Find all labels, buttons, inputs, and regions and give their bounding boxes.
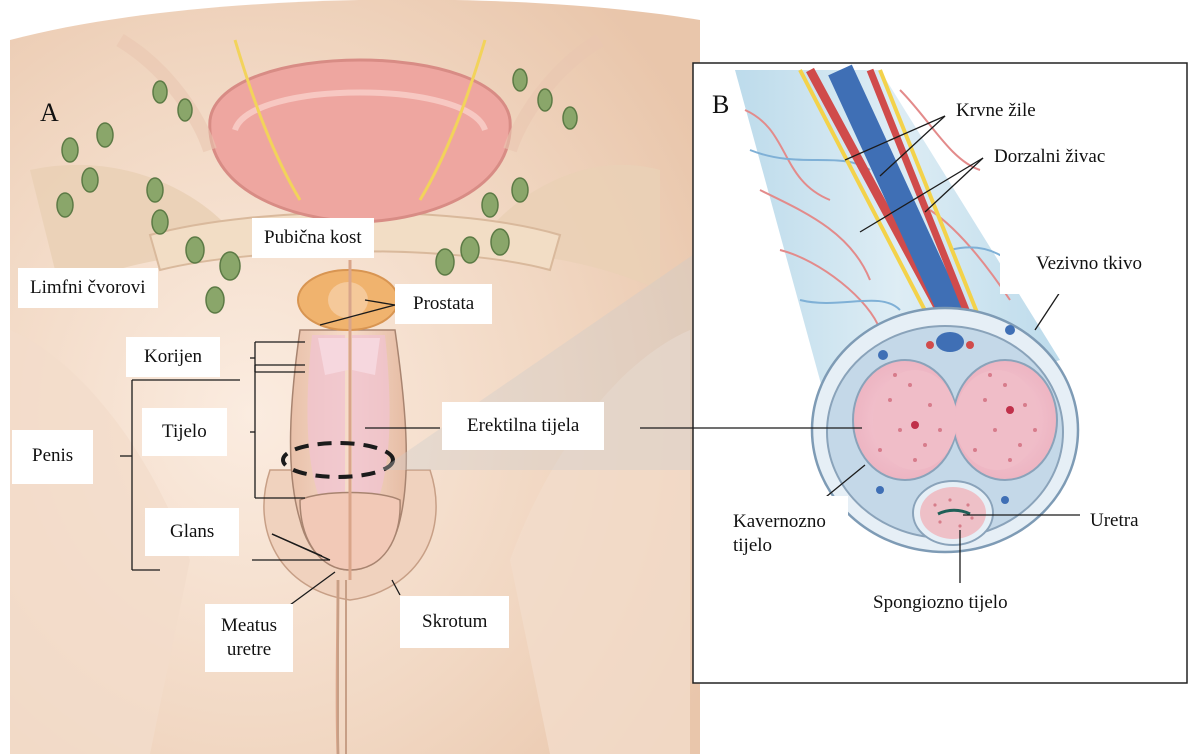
label-connective-tissue: Vezivno tkivo bbox=[1000, 238, 1178, 294]
label-blood-vessels: Krvne žile bbox=[950, 97, 1042, 125]
label-urethra: Uretra bbox=[1080, 505, 1149, 537]
label-prostate: Prostata bbox=[395, 284, 492, 324]
label-glans: Glans bbox=[145, 508, 239, 556]
label-penis: Penis bbox=[12, 430, 93, 484]
label-root: Korijen bbox=[126, 337, 220, 377]
panel-b-letter: B bbox=[712, 90, 729, 120]
panel-a-letter: A bbox=[40, 98, 59, 128]
label-meatus: Meatus uretre bbox=[205, 604, 293, 672]
label-cavernous-body: Kavernozno tijelo bbox=[718, 496, 848, 568]
label-spongy-body: Spongiozno tijelo bbox=[865, 585, 1016, 621]
label-cavernous-line1: Kavernozno bbox=[733, 510, 848, 534]
label-meatus-line1: Meatus bbox=[205, 614, 293, 638]
label-body: Tijelo bbox=[142, 408, 227, 456]
label-pubic-bone: Pubična kost bbox=[252, 218, 374, 258]
label-meatus-line2: uretre bbox=[205, 638, 293, 662]
label-dorsal-nerve: Dorzalni živac bbox=[988, 143, 1111, 171]
label-erectile-bodies: Erektilna tijela bbox=[442, 402, 604, 450]
label-scrotum: Skrotum bbox=[400, 596, 509, 648]
label-lymph-nodes: Limfni čvorovi bbox=[18, 268, 158, 308]
label-cavernous-line2: tijelo bbox=[733, 534, 848, 558]
